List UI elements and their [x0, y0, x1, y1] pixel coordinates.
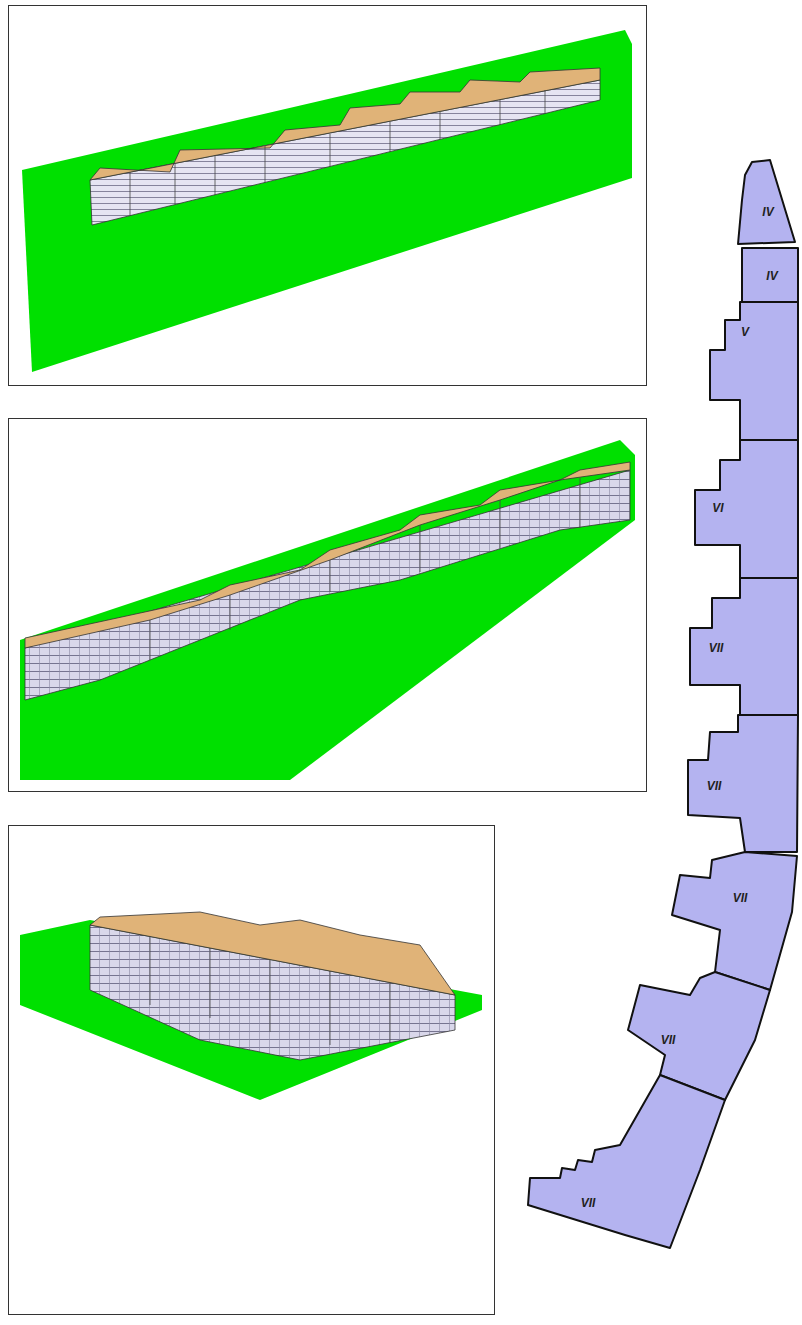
segment-outline — [528, 1075, 725, 1248]
building-segment: IV — [738, 160, 795, 244]
building-segment: VII — [628, 972, 770, 1100]
segment-floors-label: VII — [733, 892, 748, 904]
building-segment: VII — [672, 852, 797, 990]
view-panel — [9, 419, 647, 792]
segment-outline — [710, 302, 798, 440]
segment-outline — [695, 440, 798, 578]
segment-floors-label: VII — [581, 1197, 596, 1209]
segment-floors-label: IV — [766, 270, 777, 282]
building-segment: VII — [690, 578, 798, 715]
building-segment: VII — [688, 715, 798, 852]
segment-outline — [672, 852, 797, 990]
segment-floors-label: IV — [762, 206, 773, 218]
segment-floors-label: VI — [712, 502, 723, 514]
segment-floors-label: VII — [661, 1034, 676, 1046]
view-panel — [9, 6, 647, 386]
building-segment: IV — [742, 248, 798, 302]
building-segment: V — [710, 302, 798, 440]
building-segment: VII — [528, 1075, 725, 1248]
segment-outline — [690, 578, 798, 715]
building-segment: VI — [695, 440, 798, 578]
segment-outline — [628, 972, 770, 1100]
segment-floors-label: VII — [707, 780, 722, 792]
segment-floors-label: V — [741, 326, 749, 338]
view-panel — [9, 826, 495, 1315]
segment-outline — [738, 160, 795, 244]
segment-outline — [688, 715, 798, 852]
segment-floors-label: VII — [709, 642, 724, 654]
